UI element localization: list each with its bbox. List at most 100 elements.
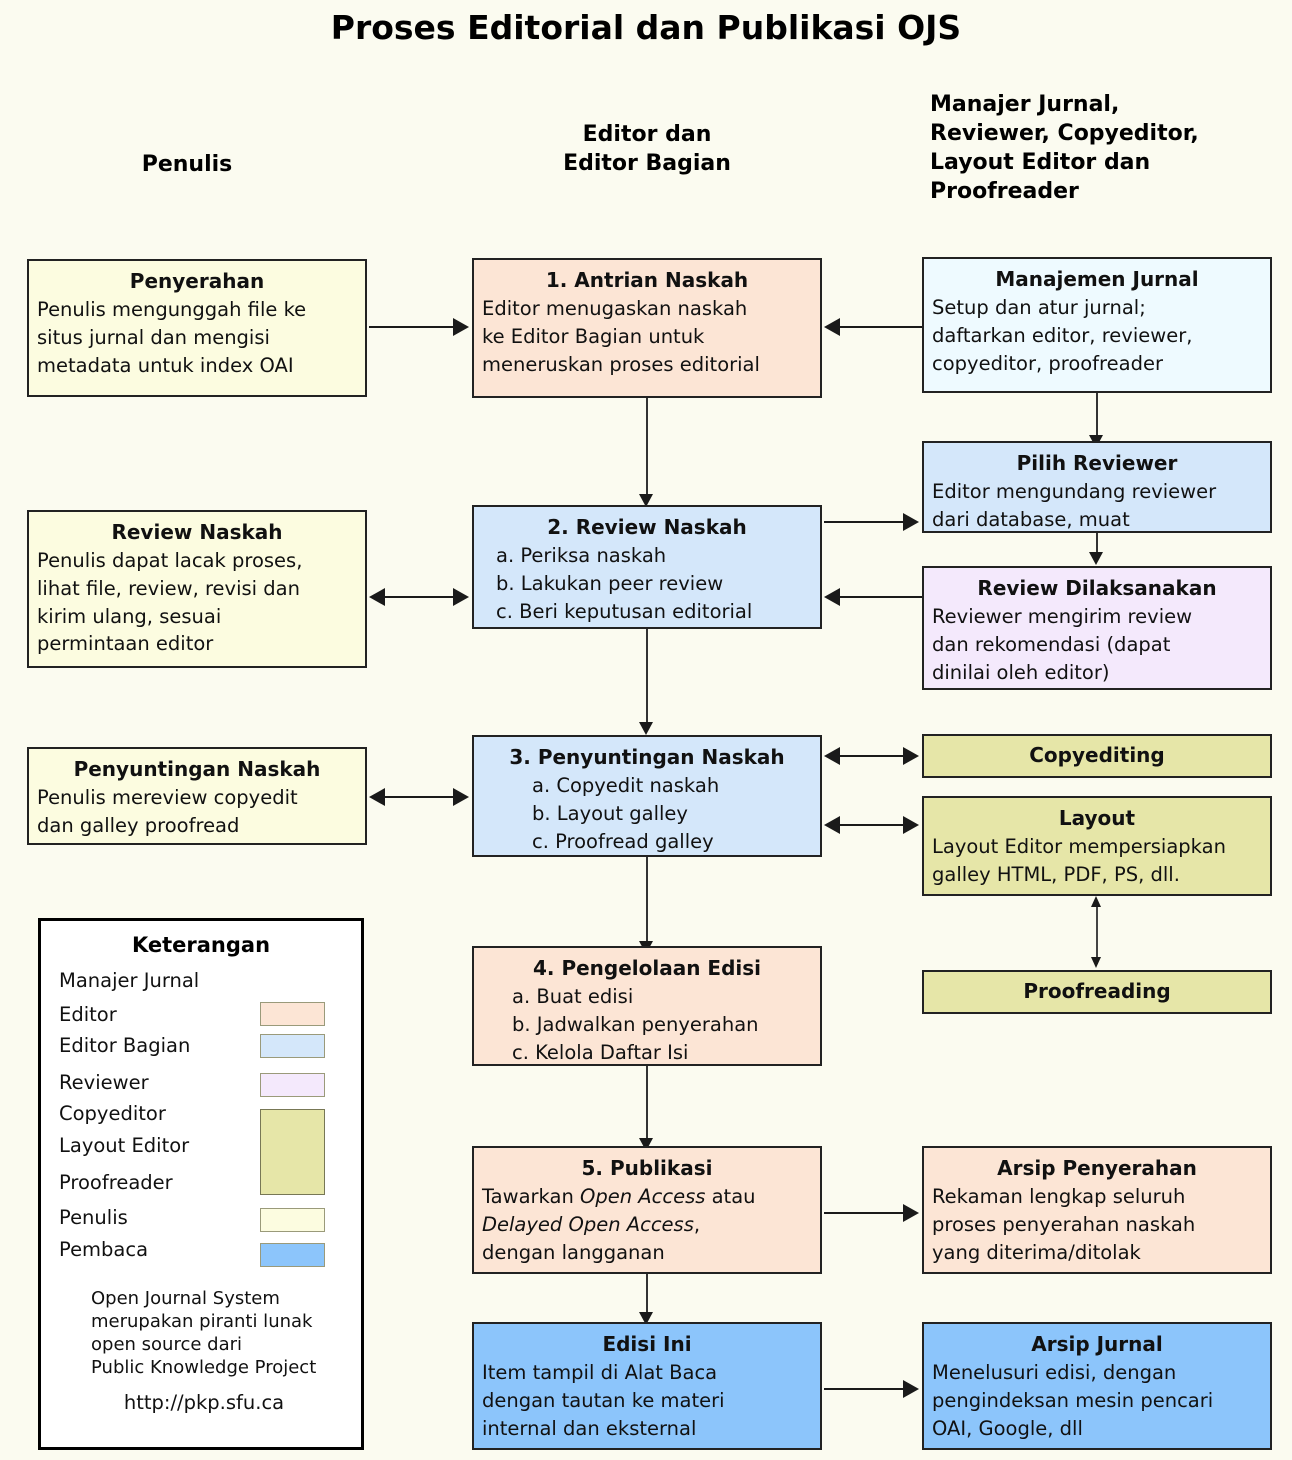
connector-manajemen-pilih-reviewer [1096, 393, 1098, 441]
legend-swatch-pembaca [260, 1243, 325, 1267]
connector-penyuntingan-copyediting [838, 755, 906, 757]
box-penyerahan-body: Penulis mengunggah file ke situs jurnal … [37, 298, 307, 377]
connector-penyuntingan-pengelolaan [646, 857, 648, 945]
arrow-head-right [903, 1204, 919, 1222]
box-penyuntingan-penulis-title: Penyuntingan Naskah [73, 757, 321, 781]
arrow-head-right [903, 747, 919, 765]
connector-penyerahan-antrian [369, 326, 455, 328]
box-arsip-jurnal[interactable]: Arsip Jurnal Menelusuri edisi, dengan pe… [922, 1322, 1272, 1450]
box-penyuntingan-naskah-title: 3. Penyuntingan Naskah [509, 745, 785, 769]
connector-review-penyuntingan [646, 629, 648, 725]
connector-penyuntingan-layout [838, 824, 906, 826]
column-header-editor: Editor dan Editor Bagian [563, 122, 731, 177]
box-edisi-ini-body: Item tampil di Alat Baca dengan tautan k… [482, 1361, 725, 1440]
box-review-dilaksanakan[interactable]: Review Dilaksanakan Reviewer mengirim re… [922, 566, 1272, 690]
box-review-naskah-penulis[interactable]: Review Naskah Penulis dapat lacak proses… [27, 510, 367, 668]
connector-dilaksanakan-review [840, 596, 922, 598]
box-edisi-ini-title: Edisi Ini [602, 1332, 692, 1356]
arrow-head-left [824, 747, 840, 765]
box-layout-body: Layout Editor mempersiapkan galley HTML,… [932, 835, 1226, 887]
box-review-naskah-penulis-title: Review Naskah [111, 520, 283, 544]
legend-item-layout-editor: Layout Editor [59, 1134, 190, 1157]
connector-manajemen-antrian [840, 326, 922, 328]
box-antrian-naskah-title: 1. Antrian Naskah [545, 268, 749, 292]
column-header-lain: Manajer Jurnal, Reviewer, Copyeditor, La… [930, 92, 1199, 205]
legend-swatch-editor-bagian [260, 1034, 325, 1058]
legend-item-pembaca: Pembaca [59, 1238, 149, 1261]
legend-item-proofreader: Proofreader [59, 1171, 173, 1194]
connector-publikasi-arsip [824, 1212, 906, 1214]
column-header-penulis: Penulis [141, 152, 233, 177]
arrow-head-right [453, 788, 469, 806]
legend-title: Keterangan [131, 933, 271, 957]
connector-review-pilih-reviewer [824, 521, 906, 523]
box-pilih-reviewer[interactable]: Pilih Reviewer Editor mengundang reviewe… [922, 441, 1272, 533]
arrow-head-down [1091, 957, 1101, 968]
arrow-head-right [453, 318, 469, 336]
connector-pilih-reviewer-dilaksanakan [1096, 533, 1098, 555]
box-penyuntingan-naskah[interactable]: 3. Penyuntingan Naskah a. Copyedit naska… [472, 735, 822, 857]
arrow-head-left [824, 588, 840, 606]
arrow-head-right [903, 1380, 919, 1398]
box-layout[interactable]: Layout Layout Editor mempersiapkan galle… [922, 796, 1272, 896]
box-arsip-penyerahan[interactable]: Arsip Penyerahan Rekaman lengkap seluruh… [922, 1146, 1272, 1274]
arrow-head-left [369, 588, 385, 606]
connector-publikasi-edisi [646, 1274, 648, 1316]
box-copyediting-title: Copyediting [1029, 742, 1165, 767]
arrow-head-left [824, 318, 840, 336]
box-publikasi[interactable]: 5. Publikasi Tawarkan Open Access atau D… [472, 1146, 822, 1274]
box-pilih-reviewer-body: Editor mengundang reviewer dari database… [932, 480, 1217, 532]
legend-item-manajer-jurnal: Manajer Jurnal [59, 969, 200, 992]
arrow-head-right [453, 588, 469, 606]
legend-item-copyeditor: Copyeditor [59, 1102, 166, 1125]
arrow-head-up [1091, 896, 1101, 907]
connector-penulis-penyuntingan [383, 796, 455, 798]
box-penyuntingan-penulis[interactable]: Penyuntingan Naskah Penulis mereview cop… [27, 747, 367, 845]
box-layout-title: Layout [1058, 806, 1136, 830]
box-manajemen-jurnal[interactable]: Manajemen Jurnal Setup dan atur jurnal; … [922, 257, 1272, 393]
legend-swatch-reviewer [260, 1073, 325, 1097]
connector-layout-proofreading [1096, 902, 1098, 964]
arrow-head-down [639, 722, 653, 735]
legend-url[interactable]: http://pkp.sfu.ca [123, 1391, 285, 1414]
plain-text: , dengan langganan [482, 1213, 701, 1264]
arrow-head-down [1089, 552, 1103, 565]
legend-note: Open Journal System merupakan piranti lu… [91, 1288, 317, 1379]
arrow-head-right [903, 513, 919, 531]
arrow-head-right [903, 816, 919, 834]
box-manajemen-jurnal-title: Manajemen Jurnal [995, 267, 1199, 291]
connector-antrian-review [646, 398, 648, 496]
arrow-head-down [639, 1312, 653, 1325]
box-arsip-penyerahan-body: Rekaman lengkap seluruh proses penyeraha… [932, 1185, 1196, 1264]
box-arsip-penyerahan-title: Arsip Penyerahan [997, 1156, 1197, 1180]
box-edisi-ini[interactable]: Edisi Ini Item tampil di Alat Baca denga… [472, 1322, 822, 1450]
legend-item-editor-bagian: Editor Bagian [59, 1034, 191, 1057]
legend-item-penulis: Penulis [59, 1206, 128, 1229]
box-review-naskah-penulis-body: Penulis dapat lacak proses, lihat file, … [37, 549, 303, 656]
box-copyediting[interactable]: Copyediting [922, 734, 1272, 778]
legend-item-reviewer: Reviewer [59, 1071, 149, 1094]
arrow-head-left [824, 816, 840, 834]
arrow-head-left [369, 788, 385, 806]
box-review-dilaksanakan-body: Reviewer mengirim review dan rekomendasi… [932, 605, 1193, 684]
emphasis-text: Delayed Open Access [482, 1213, 694, 1237]
box-manajemen-jurnal-body: Setup dan atur jurnal; daftarkan editor,… [932, 296, 1193, 375]
box-proofreading-title: Proofreading [1023, 978, 1171, 1003]
box-antrian-naskah[interactable]: 1. Antrian Naskah Editor menugaskan nask… [472, 258, 822, 398]
box-penyuntingan-naskah-body: a. Copyedit naskah b. Layout galley c. P… [532, 774, 720, 853]
connector-penulis-review [383, 596, 455, 598]
legend-swatch-editor [260, 1002, 325, 1026]
box-pengelolaan-edisi[interactable]: 4. Pengelolaan Edisi a. Buat edisi b. Ja… [472, 946, 822, 1066]
box-pilih-reviewer-title: Pilih Reviewer [1016, 451, 1178, 475]
legend-swatch-penulis [260, 1208, 325, 1232]
box-proofreading[interactable]: Proofreading [922, 970, 1272, 1014]
box-penyerahan[interactable]: Penyerahan Penulis mengunggah file ke si… [27, 259, 367, 397]
connector-edisi-arsip-jurnal [824, 1388, 906, 1390]
box-review-naskah[interactable]: 2. Review Naskah a. Periksa naskah b. La… [472, 505, 822, 629]
legend-panel: Keterangan Manajer Jurnal Editor Editor … [38, 918, 364, 1450]
box-penyuntingan-penulis-body: Penulis mereview copyedit dan galley pro… [37, 786, 298, 838]
legend-item-editor: Editor [59, 1003, 117, 1026]
legend-swatch-copyeditor-layout-proofreader [260, 1109, 325, 1195]
emphasis-text: Open Access [580, 1185, 706, 1209]
